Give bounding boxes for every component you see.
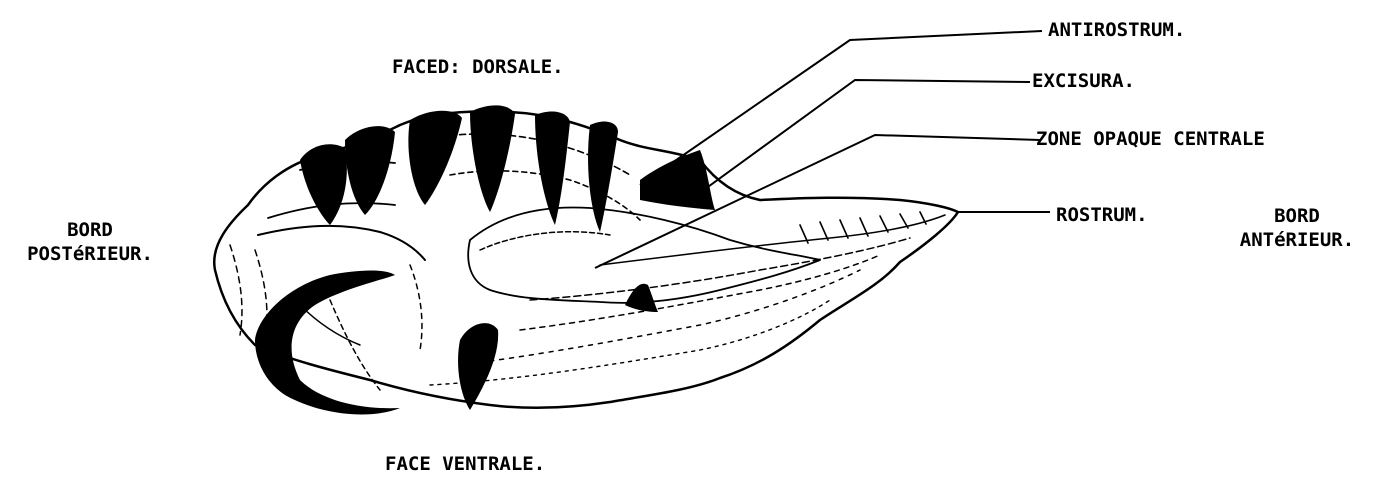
label-antirostrum: ANTIROSTRUM.	[1048, 18, 1185, 42]
label-bord-posterieur-line2: POSTéRIEUR.	[0, 242, 180, 266]
label-face-dorsale: FACED: DORSALE.	[392, 55, 564, 79]
growth-ring	[480, 232, 610, 250]
label-bord-anterieur-line1: BORD	[1212, 204, 1382, 228]
label-rostrum: ROSTRUM.	[1056, 203, 1148, 227]
radial-line	[410, 265, 422, 350]
growth-ring	[258, 226, 425, 260]
posterior-ring	[255, 270, 400, 414]
label-bord-posterieur: BORD POSTéRIEUR.	[0, 218, 180, 266]
sulcus-line	[520, 255, 880, 330]
label-bord-anterieur: BORD ANTéRIEUR.	[1212, 204, 1382, 252]
label-excisura: EXCISURA.	[1032, 69, 1135, 93]
leader-excisura	[690, 80, 1030, 200]
ventral-spot	[458, 323, 498, 410]
rostrum-ticks	[800, 212, 926, 243]
dorsal-lobe	[408, 111, 462, 205]
dorsal-lobe	[588, 121, 618, 232]
label-bord-posterieur-line1: BORD	[0, 218, 180, 242]
dorsal-lobe	[470, 105, 515, 212]
dorsal-lobe	[300, 144, 347, 225]
radial-line	[300, 305, 360, 345]
label-face-ventrale: FACE VENTRALE.	[385, 452, 545, 476]
dorsal-lobe	[345, 126, 395, 215]
label-zone-opaque-centrale: ZONE OPAQUE CENTRALE	[1036, 127, 1265, 151]
label-bord-anterieur-line2: ANTéRIEUR.	[1212, 228, 1382, 252]
